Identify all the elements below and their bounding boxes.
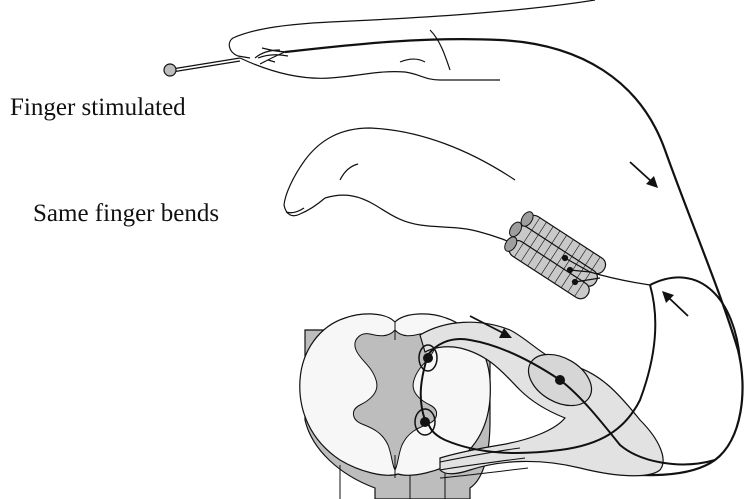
arrow-down-right-icon xyxy=(630,162,658,188)
same-finger-bends-label: Same finger bends xyxy=(33,201,219,226)
bending-finger xyxy=(284,128,520,246)
finger-stimulated-label: Finger stimulated xyxy=(10,95,186,120)
pin-icon xyxy=(164,58,240,76)
arrow-up-left-icon xyxy=(662,291,688,316)
muscle-bundle xyxy=(498,207,608,301)
